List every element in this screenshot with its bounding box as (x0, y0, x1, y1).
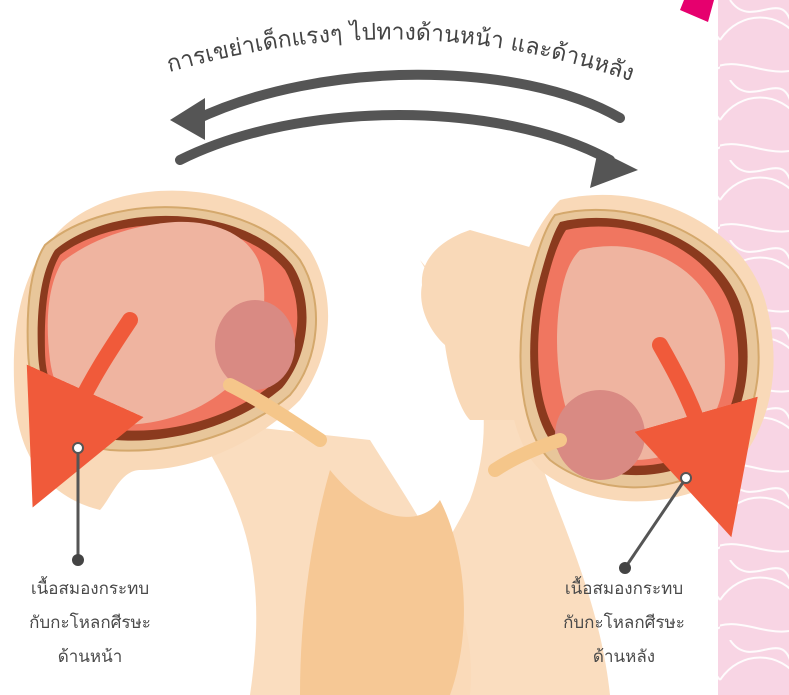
caption-back-impact: เนื้อสมองกระทบ กับกะโหลกศีรษะ ด้านหลัง (524, 572, 724, 674)
caption-front-line2: กับกะโหลกศีรษะ (0, 606, 190, 640)
motion-arrow-forward (180, 115, 610, 160)
caption-back-line1: เนื้อสมองกระทบ (524, 572, 724, 606)
caption-front-line3: ด้านหน้า (0, 640, 190, 674)
caption-front-impact: เนื้อสมองกระทบ กับกะโหลกศีรษะ ด้านหน้า (0, 572, 190, 674)
caption-back-line3: ด้านหลัง (524, 640, 724, 674)
magenta-corner-accent (680, 0, 714, 22)
cerebellum-forward (215, 300, 295, 390)
caption-front-line1: เนื้อสมองกระทบ (0, 572, 190, 606)
caption-back-line2: กับกะโหลกศีรษะ (524, 606, 724, 640)
cerebellum-backward (555, 390, 645, 480)
